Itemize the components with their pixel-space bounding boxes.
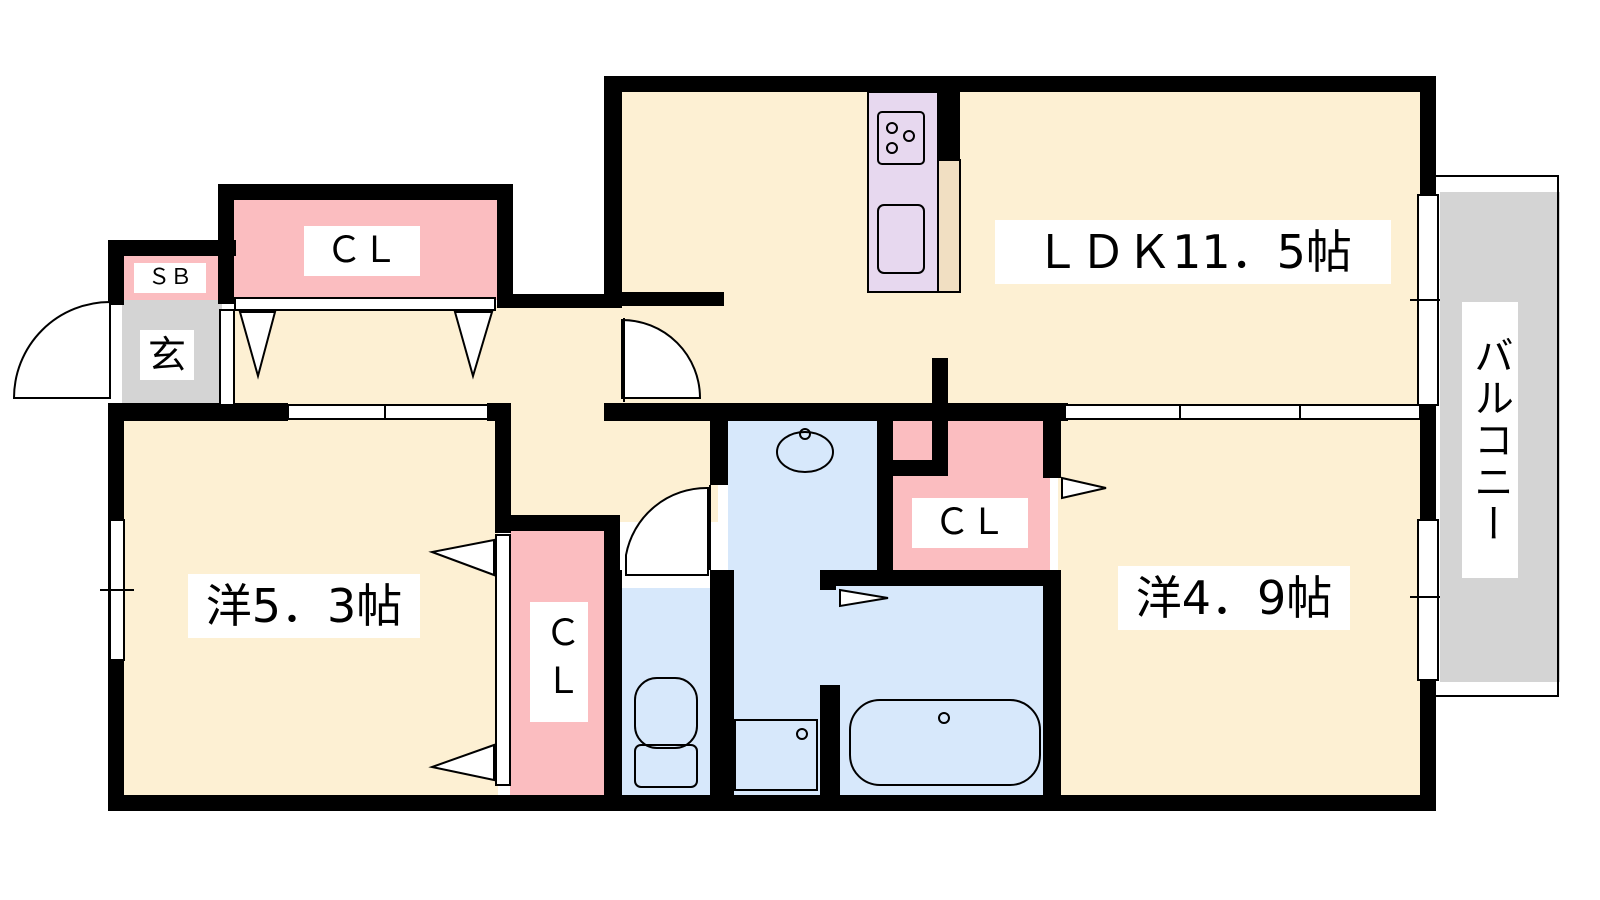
closet-door	[1061, 476, 1107, 500]
burner-icon	[903, 130, 915, 142]
doors	[12, 300, 711, 576]
toilet-bowl-icon	[634, 677, 698, 749]
western-left-label: 洋5．3帖	[188, 574, 420, 638]
faucet-icon	[799, 428, 811, 440]
fixtures	[634, 428, 1041, 791]
wall	[820, 685, 840, 800]
bath-drain-icon	[938, 712, 950, 724]
shoe-box-label: ＳＢ	[134, 263, 206, 293]
hallway-floor	[235, 305, 625, 417]
burner-icon	[886, 122, 898, 134]
wall	[495, 515, 620, 531]
sink-icon	[877, 204, 925, 274]
balcony-outline	[1436, 175, 1559, 697]
closet-track	[495, 534, 511, 786]
closet-door	[839, 588, 889, 608]
walls	[108, 76, 1436, 811]
wall	[604, 292, 724, 306]
closet-door	[428, 743, 495, 782]
closet-doors	[219, 297, 1107, 786]
closet-door	[238, 311, 277, 380]
wall	[1420, 76, 1436, 811]
wall	[1043, 403, 1068, 421]
wall	[710, 420, 728, 485]
sliding-door	[287, 404, 489, 420]
wall	[108, 403, 288, 421]
closet-track	[234, 297, 496, 311]
ldk-door	[621, 318, 702, 399]
balcony-label: バルコニー	[1462, 302, 1518, 578]
wall	[108, 240, 124, 305]
wall	[932, 358, 948, 420]
bathtub-icon	[849, 699, 1041, 786]
wall	[820, 570, 1060, 586]
closet-top-label: ＣＬ	[304, 226, 420, 276]
wall	[932, 420, 948, 476]
toilet-tank-icon	[634, 744, 698, 788]
balcony-rail	[1436, 175, 1559, 697]
western-right-label: 洋4．9帖	[1118, 566, 1350, 630]
toilet-floor	[618, 588, 718, 795]
wall	[604, 570, 622, 800]
wall	[218, 184, 234, 304]
stove-icon	[877, 111, 925, 165]
wall	[1043, 570, 1061, 800]
windows	[100, 194, 1445, 681]
closet-track	[219, 309, 235, 406]
closet-left-label: ＣＬ	[530, 602, 588, 722]
washing-machine-icon	[734, 719, 818, 791]
entrance-door	[12, 300, 111, 399]
counter-strip	[937, 159, 961, 293]
sliding-door	[1064, 404, 1421, 420]
wall	[604, 515, 620, 575]
entrance-label: 玄	[140, 330, 194, 380]
window	[1417, 519, 1439, 681]
closet-door	[428, 538, 495, 577]
wall	[938, 92, 960, 160]
bathroom-floor	[835, 585, 1050, 795]
toilet-door	[625, 486, 709, 576]
drain-icon	[796, 728, 808, 740]
wall	[497, 294, 620, 308]
closet-mid-floor	[890, 420, 1050, 575]
wall	[1043, 403, 1061, 478]
wall	[877, 420, 893, 580]
wall	[497, 184, 513, 300]
ldk-label: ＬＤＫ11．5帖	[995, 220, 1391, 284]
wall	[218, 184, 513, 200]
wall	[108, 795, 1436, 811]
kitchen	[867, 91, 961, 293]
wall	[495, 403, 511, 533]
wall	[604, 76, 622, 308]
washbasin-icon	[776, 431, 834, 473]
wall	[710, 570, 734, 800]
closet-mid-label: ＣＬ	[912, 498, 1028, 548]
closet-door	[453, 311, 494, 380]
wall	[108, 240, 236, 256]
wall	[604, 76, 1436, 92]
burner-icon	[886, 142, 898, 154]
wall	[604, 403, 1059, 421]
